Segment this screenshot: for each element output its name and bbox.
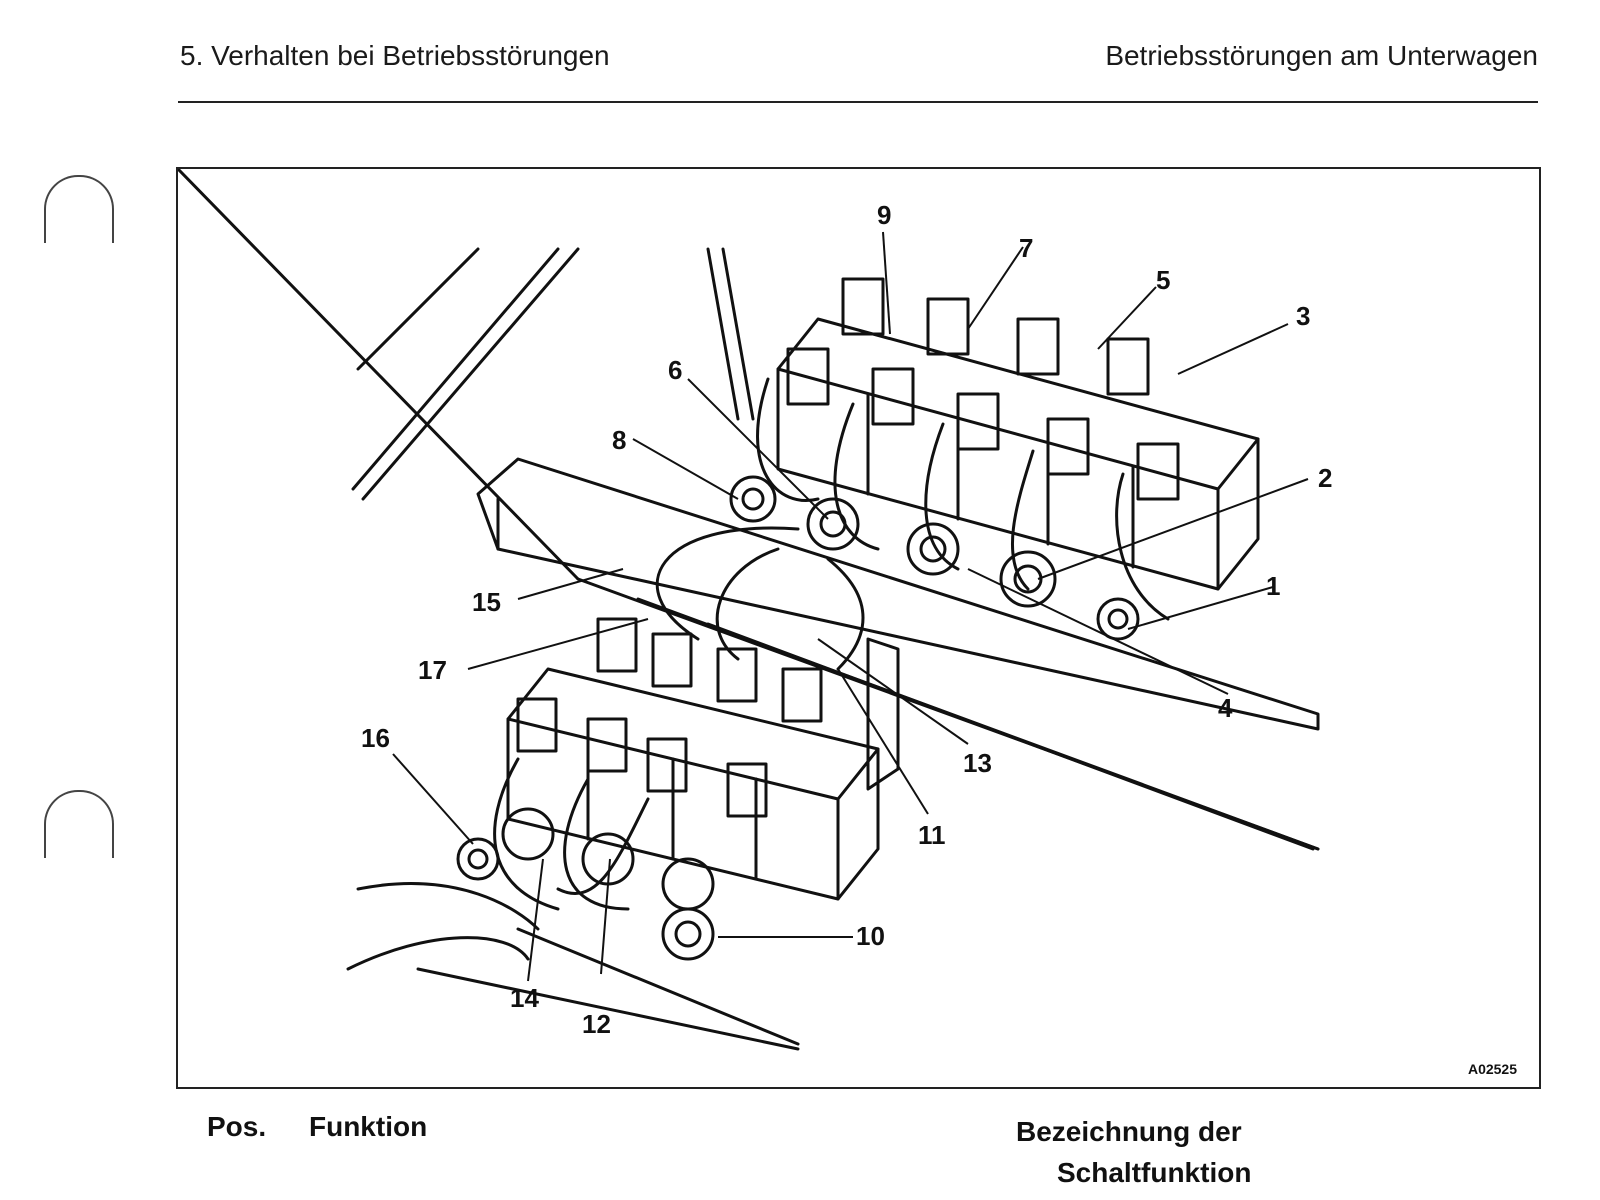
callout-4: 4: [1218, 693, 1233, 723]
callout-5: 5: [1156, 265, 1170, 295]
column-header-pos: Pos.: [207, 1111, 267, 1142]
callout-8: 8: [612, 425, 626, 455]
column-header-bezeichnung-line1: Bezeichnung der: [1016, 1116, 1242, 1147]
page-topic: Betriebsstörungen am Unterwagen: [1105, 40, 1538, 71]
callout-7: 7: [1019, 233, 1033, 263]
callout-11: 11: [918, 820, 946, 850]
leader-lines: [392, 231, 1309, 982]
header-rule: [178, 101, 1538, 103]
column-header-funktion: Funktion: [309, 1111, 428, 1142]
column-header-bezeichnung-line2: Schaltfunktion: [1057, 1157, 1252, 1188]
drawing-lines: [178, 169, 1320, 1051]
callout-17: 17: [418, 655, 447, 685]
callout-10: 10: [856, 921, 885, 951]
callout-16: 16: [361, 723, 390, 753]
callout-2: 2: [1318, 463, 1332, 493]
section-title: 5. Verhalten bei Betriebsstörungen: [180, 40, 610, 71]
punch-hole: [44, 790, 114, 858]
punch-hole: [44, 175, 114, 243]
callout-3: 3: [1296, 301, 1310, 331]
callout-1: 1: [1266, 571, 1280, 601]
callout-14: 14: [510, 983, 539, 1013]
valve-drawing: 1 2 3 4 5 6 7 8 9 10 11 12 13 14 15 16 1…: [178, 169, 1332, 1051]
callout-13: 13: [963, 748, 992, 778]
valve-block-illustration: 1 2 3 4 5 6 7 8 9 10 11 12 13 14 15 16 1…: [176, 167, 1541, 1089]
callout-12: 12: [582, 1009, 611, 1039]
callout-15: 15: [472, 587, 501, 617]
callout-6: 6: [668, 355, 682, 385]
figure-code: A02525: [1467, 1061, 1517, 1077]
callout-9: 9: [877, 200, 891, 230]
